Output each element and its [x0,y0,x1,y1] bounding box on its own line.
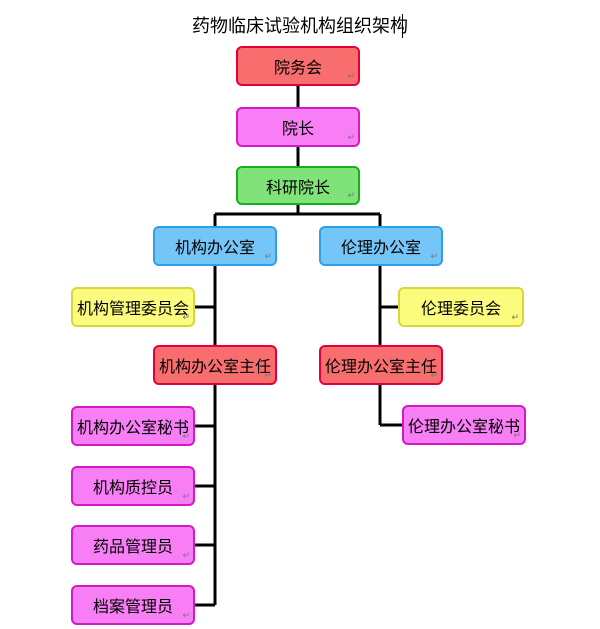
node-label: 机构办公室主任 [158,357,271,376]
node-label: 机构管理委员会 [76,299,189,318]
paragraph-mark: ↵ [182,432,190,442]
node-label: 档案管理员 [92,597,173,616]
node-label: 科研院长 [265,177,330,197]
paragraph-mark: ↵ [347,133,355,143]
node-ethics-office: 伦理办公室 ↵ [319,226,443,266]
node-institution-management-committee: 机构管理委员会 ↵ [71,287,195,327]
paragraph-mark: ↵ [264,371,272,381]
paragraph-mark: ↵ [347,191,355,201]
node-hospital-council: 院务会 ↵ [236,46,360,86]
text-cursor [402,14,403,38]
node-label: 院长 [281,119,314,138]
paragraph-mark: ↵ [511,313,519,323]
paragraph-mark: ↵ [182,492,190,502]
paragraph-mark: ↵ [430,371,438,381]
node-institution-office-director: 机构办公室主任 ↵ [153,345,277,385]
node-label: 院务会 [273,58,322,77]
node-institution-office-secretary: 机构办公室秘书 ↵ [71,406,195,446]
node-ethics-office-secretary: 伦理办公室秘书 ↵ [402,405,526,445]
node-ethics-office-director: 伦理办公室主任 ↵ [319,345,443,385]
node-label: 伦理办公室 [340,238,421,257]
node-quality-control-officer: 机构质控员 ↵ [71,466,195,506]
paragraph-mark: ↵ [182,313,190,323]
node-label: 伦理委员会 [420,299,501,318]
node-label: 药品管理员 [92,537,173,556]
node-ethics-committee: 伦理委员会 ↵ [398,287,524,327]
node-label: 机构办公室秘书 [76,418,189,437]
paragraph-mark: ↵ [347,72,355,82]
node-research-vice-president: 科研院长 ↵ [236,166,360,205]
paragraph-mark: ↵ [513,431,521,441]
chart-title: 药物临床试验机构组织架构 [192,16,408,37]
paragraph-mark: ↵ [430,252,438,262]
paragraph-mark: ↵ [182,611,190,621]
node-label: 机构质控员 [92,478,173,497]
node-archive-manager: 档案管理员 ↵ [71,585,195,625]
node-label: 伦理办公室秘书 [407,417,520,436]
node-label: 机构办公室 [174,238,255,257]
paragraph-mark: ↵ [182,551,190,561]
node-institution-office: 机构办公室 ↵ [153,226,277,266]
paragraph-mark: ↵ [264,252,272,262]
node-drug-manager: 药品管理员 ↵ [71,525,195,565]
node-president: 院长 ↵ [236,107,360,147]
node-label: 伦理办公室主任 [324,357,437,376]
